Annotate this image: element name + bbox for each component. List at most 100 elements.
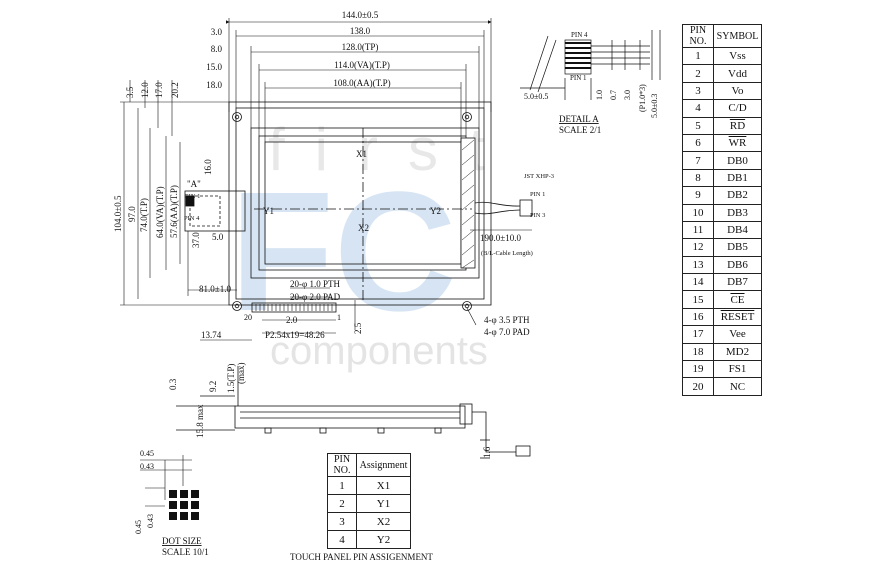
detail-title: DETAIL A xyxy=(559,114,599,124)
dim-74: 74.0(T.P) xyxy=(139,198,149,232)
pin-symbol: RESET xyxy=(713,307,762,327)
detail-a xyxy=(520,30,661,100)
pin-no: 11 xyxy=(682,220,714,240)
pin-symbol: Vo xyxy=(713,81,762,101)
pin-no: 1 xyxy=(682,46,714,66)
watermark: first FC components xyxy=(230,116,488,373)
dot-dim-h1: 0.45 xyxy=(140,449,154,458)
connector-pin1: PIN 1 xyxy=(530,191,545,198)
side-dim-03: 0.3 xyxy=(168,378,178,390)
cable-note: (B/L-Cable Length) xyxy=(481,250,533,257)
pin-no: 14 xyxy=(682,273,714,292)
dot-scale: SCALE 10/1 xyxy=(162,547,209,557)
dim-lines xyxy=(120,18,532,341)
pad-small: 20-φ 2.0 PAD xyxy=(290,292,341,302)
mark-y1: Y1 xyxy=(263,206,274,216)
detail-pin4: PIN 4 xyxy=(571,31,588,39)
touch-pin-no: 2 xyxy=(327,494,357,513)
detail-dim-5: 5.0±0.5 xyxy=(524,92,548,101)
detail-pin1: PIN 1 xyxy=(570,74,587,82)
dim-2-5: 2.5 xyxy=(353,322,363,334)
pin-no: 10 xyxy=(682,203,714,222)
backlight-strip xyxy=(460,137,476,269)
pin-symbol: DB3 xyxy=(713,203,762,222)
side-view xyxy=(176,366,531,459)
dim-16: 16.0 xyxy=(203,159,213,175)
dim-8: 8.0 xyxy=(211,44,223,54)
dim-114: 114.0(VA)(T.P) xyxy=(334,60,390,70)
left-vertical-dim-labels: 3.5 12.0 17.0 20.2 104.0±0.5 97.0 74.0(T… xyxy=(113,82,554,340)
dim-18: 18.0 xyxy=(206,80,222,90)
dim-2: 2.0 xyxy=(286,315,298,325)
dim-144: 144.0±0.5 xyxy=(342,10,379,20)
dim-108: 108.0(AA)(T.P) xyxy=(333,78,390,88)
side-dim-16: 1.6 xyxy=(482,446,492,458)
pin-no: 2 xyxy=(682,64,714,83)
pin-symbol: C/D xyxy=(713,99,762,118)
dot-dim-h2: 0.43 xyxy=(140,462,154,471)
touch-assign-header: Assignment xyxy=(356,453,411,477)
dim-57-6: 57.6(AA)(T.P) xyxy=(169,185,179,238)
pin-no: 19 xyxy=(682,360,714,379)
dot-dim-v1: 0.45 xyxy=(134,520,143,534)
symbol-header: SYMBOL xyxy=(713,24,762,48)
pin-no: 17 xyxy=(682,325,714,344)
detail-ref: "A" xyxy=(187,179,201,189)
touch-pin-no: 1 xyxy=(327,476,357,495)
detail-dim-1: 1.0 xyxy=(595,90,604,100)
pin-no: 13 xyxy=(682,255,714,275)
pitch-label: P2.54x19=48.26 xyxy=(265,330,325,340)
pin-symbol: Vdd xyxy=(713,64,762,83)
outline-touch xyxy=(250,127,480,279)
dim-97: 97.0 xyxy=(127,206,137,222)
outline-pcb xyxy=(228,101,492,306)
pin-no: 4 xyxy=(682,99,714,118)
touch-pin-no: 4 xyxy=(327,530,357,549)
pin-table-header: PIN NO. SYMBOL xyxy=(682,24,762,48)
side-dim-92: 9.2 xyxy=(208,381,218,392)
touch-assignment: X2 xyxy=(356,512,411,531)
pin-no: 3 xyxy=(682,81,714,101)
detail-dim-5b: 5.0±0.3 xyxy=(650,94,659,118)
pin-no: 7 xyxy=(682,151,714,170)
dim-17: 17.0 xyxy=(154,82,164,98)
pin-symbol: RD xyxy=(713,116,762,135)
detail-p1: (P1.0*3) xyxy=(638,84,647,112)
side-dim-15tp: 1.5(T.P) xyxy=(226,364,236,393)
connector-pin3: PIN 3 xyxy=(530,212,545,219)
pin-no-header: PIN NO. xyxy=(682,24,714,48)
tail-pin1: PIN 1 xyxy=(185,193,200,200)
top-left-dim-labels: 3.0 8.0 15.0 18.0 xyxy=(206,27,222,90)
pin-symbol: DB1 xyxy=(713,168,762,188)
dim-81: 81.0±1.0 xyxy=(199,284,231,294)
connector-type: JST XHP-3 xyxy=(524,173,554,180)
dim-12: 12.0 xyxy=(140,82,150,98)
pin-no: 8 xyxy=(682,168,714,188)
dim-3-5: 3.5 xyxy=(125,86,135,98)
touch-caption: TOUCH PANEL PIN ASSIGENMENT xyxy=(290,552,433,562)
pin-symbol: DB2 xyxy=(713,186,762,205)
dim-3: 3.0 xyxy=(211,27,223,37)
dot-size-labels: 0.45 0.43 0.45 0.43 DOT SIZE SCALE 10/1 xyxy=(134,449,209,557)
pin-symbol: NC xyxy=(713,377,762,396)
touch-pin-no: 3 xyxy=(327,512,357,531)
dim-13-74: 13.74 xyxy=(201,330,222,340)
dim-37: 37.0 xyxy=(191,232,201,248)
pth-big: 4-φ 3.5 PTH xyxy=(484,315,530,325)
